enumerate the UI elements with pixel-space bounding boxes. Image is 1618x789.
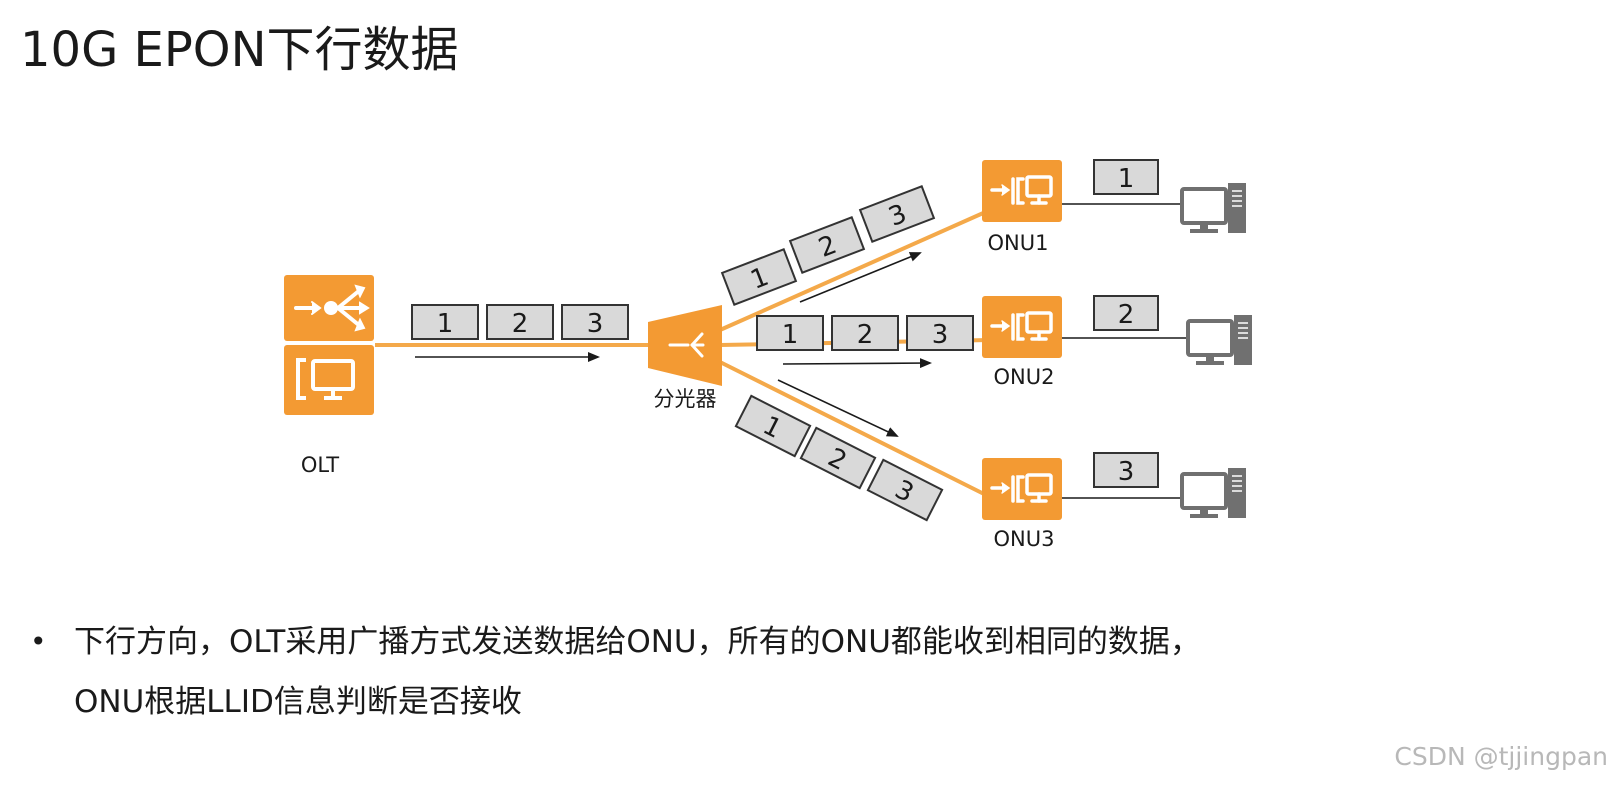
onu-device-icon bbox=[990, 175, 1053, 205]
onu-device-icon bbox=[990, 473, 1053, 503]
onu-1-device bbox=[982, 160, 1062, 222]
svg-text:2: 2 bbox=[1118, 300, 1135, 330]
arrow-branch-1 bbox=[799, 252, 922, 303]
branch-1-frame: 2 bbox=[788, 216, 866, 274]
bullet-dot-icon: • bbox=[30, 625, 47, 658]
trunk-frame: 2 bbox=[486, 304, 554, 340]
branch-2-frame: 2 bbox=[831, 315, 899, 351]
branch-3-frame: 2 bbox=[799, 426, 877, 490]
svg-text:2: 2 bbox=[512, 309, 529, 339]
splitter-label: 分光器 bbox=[654, 387, 717, 411]
desktop-computer-icon bbox=[1186, 315, 1252, 365]
bullet-line-2: ONU根据LLID信息判断是否接收 bbox=[74, 684, 522, 720]
svg-text:3: 3 bbox=[587, 309, 604, 339]
direction-arrows bbox=[415, 252, 932, 437]
svg-text:1: 1 bbox=[437, 309, 454, 339]
desktop-computer-icon bbox=[1180, 183, 1246, 233]
onu-1-label: ONU1 bbox=[988, 231, 1049, 255]
terminal-glyph-icon bbox=[296, 358, 355, 400]
onu-3-label: ONU3 bbox=[994, 527, 1055, 551]
svg-text:1: 1 bbox=[782, 320, 799, 350]
delivered-frame-onu1: 1 bbox=[1093, 159, 1159, 195]
trunk-frame: 3 bbox=[561, 304, 629, 340]
pc-1 bbox=[1180, 183, 1246, 233]
delivered-frames: 1 2 3 bbox=[1093, 159, 1159, 488]
onu-2-label: ONU2 bbox=[994, 365, 1055, 389]
splitter-icon bbox=[648, 305, 722, 386]
branch-1-frames: 1 2 3 bbox=[720, 185, 936, 306]
trunk-frame: 1 bbox=[411, 304, 479, 340]
branch-1-frame: 3 bbox=[858, 185, 936, 243]
fiber-branch-3 bbox=[719, 360, 991, 499]
olt-device-icon bbox=[284, 275, 374, 415]
branch-1-frame: 1 bbox=[720, 248, 798, 306]
arrow-branch-3 bbox=[777, 379, 899, 437]
description-bullet: • 下行方向，OLT采用广播方式发送数据给ONU，所有的ONU都能收到相同的数据… bbox=[30, 612, 1590, 732]
desktop-computer-icon bbox=[1180, 468, 1246, 518]
svg-text:3: 3 bbox=[932, 320, 949, 350]
branch-2-frames: 1 2 3 bbox=[756, 315, 974, 351]
onu-2-device bbox=[982, 296, 1062, 358]
trunk-frames: 1 2 3 bbox=[411, 304, 629, 340]
watermark: CSDN @tjjingpan bbox=[1394, 742, 1608, 771]
pc-3 bbox=[1180, 468, 1246, 518]
branch-3-frame: 1 bbox=[734, 394, 812, 458]
page-title: 10G EPON下行数据 bbox=[20, 22, 459, 78]
arrow-branch-2 bbox=[782, 358, 932, 369]
delivered-frame-onu2: 2 bbox=[1093, 295, 1159, 331]
svg-text:2: 2 bbox=[857, 320, 874, 350]
subscriber-cables bbox=[1062, 203, 1188, 499]
branch-3-frame: 3 bbox=[866, 458, 944, 522]
branch-2-frame: 3 bbox=[906, 315, 974, 351]
svg-text:1: 1 bbox=[1118, 164, 1135, 194]
fiber-branch-1 bbox=[719, 208, 991, 332]
onu-3-device bbox=[982, 458, 1062, 520]
pc-2 bbox=[1186, 315, 1252, 365]
branch-3-frames: 1 2 3 bbox=[734, 394, 944, 522]
onu-device-icon bbox=[990, 311, 1053, 341]
svg-text:3: 3 bbox=[1118, 457, 1135, 487]
broadcast-glyph-icon bbox=[294, 284, 370, 332]
delivered-frame-onu3: 3 bbox=[1093, 452, 1159, 488]
bullet-line-1: 下行方向，OLT采用广播方式发送数据给ONU，所有的ONU都能收到相同的数据， bbox=[74, 624, 1201, 660]
branch-2-frame: 1 bbox=[756, 315, 824, 351]
olt-label: OLT bbox=[301, 453, 339, 477]
